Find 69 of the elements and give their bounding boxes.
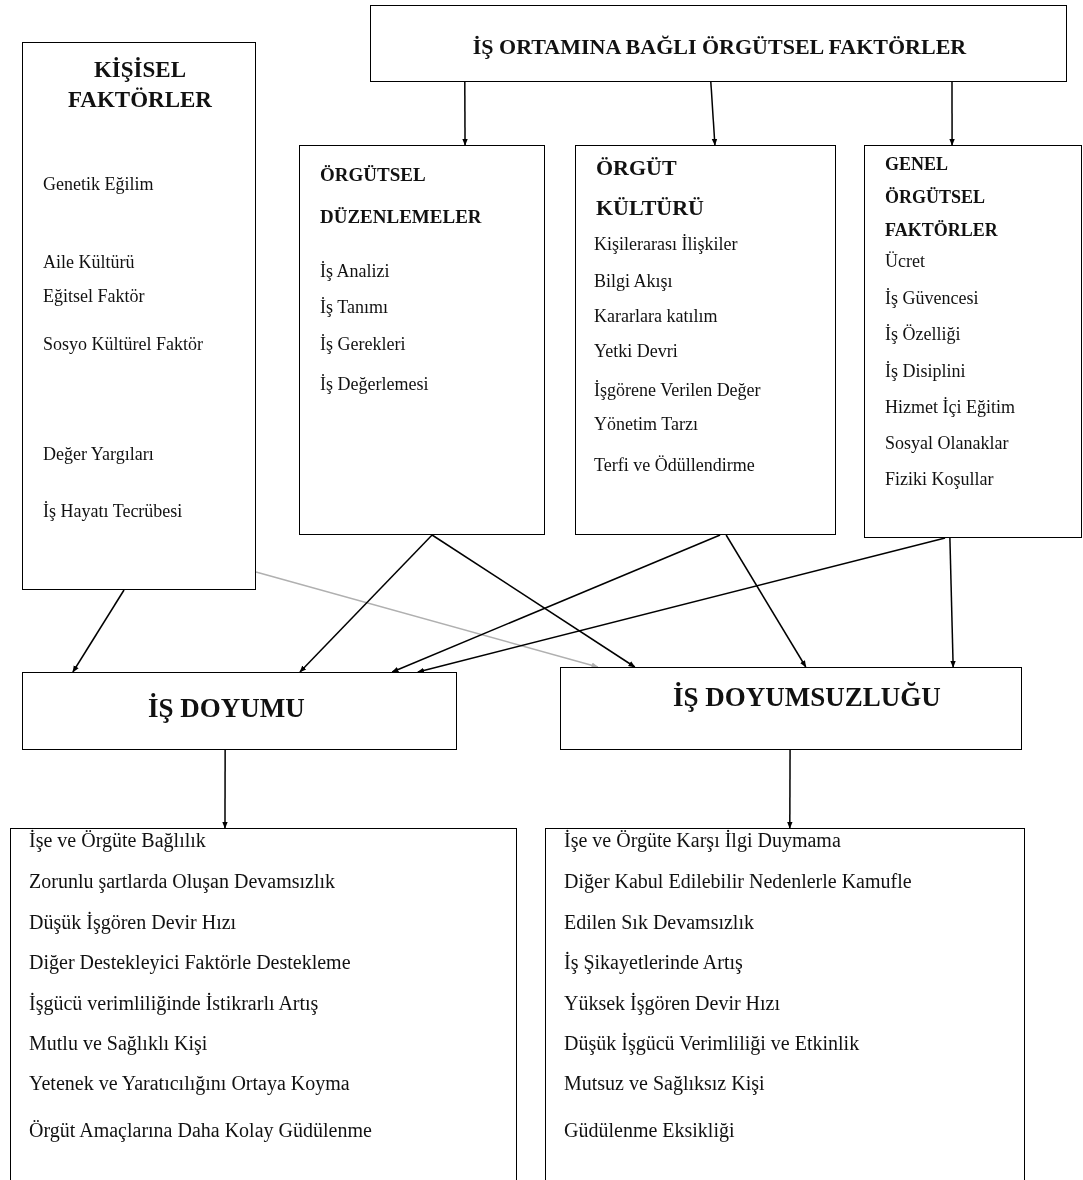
list-item: Kişilerarası İlişkiler [594, 233, 738, 256]
box-heading: KİŞİSEL FAKTÖRLER [67, 56, 213, 114]
box-heading: GENEL ÖRGÜTSEL FAKTÖRLER [885, 153, 999, 242]
list-item: Hizmet İçi Eğitim [885, 396, 1015, 419]
text-box [22, 672, 457, 750]
arrow [222, 749, 228, 829]
arrow [72, 589, 125, 673]
list-item: İşe ve Örgüte Bağlılık [29, 828, 206, 852]
arrow [255, 571, 599, 668]
list-item: Aile Kültürü [43, 251, 135, 274]
text-box [370, 5, 1067, 82]
text-box [864, 145, 1082, 538]
arrow [299, 534, 433, 673]
list-item: Fiziki Koşullar [885, 468, 994, 491]
list-item: İşgörene Verilen Değer [594, 379, 761, 402]
list-item: Yönetim Tarzı [594, 413, 698, 436]
list-item: Düşük İşgören Devir Hızı [29, 910, 237, 934]
list-item: Güdülenme Eksikliği [564, 1118, 735, 1142]
list-item: İş Tanımı [320, 296, 388, 319]
arrow [431, 534, 636, 668]
list-item: İş Disiplini [885, 360, 966, 383]
box-heading: İŞ DOYUMSUZLUĞU [673, 682, 941, 712]
list-item: Eğitsel Faktör [43, 285, 145, 308]
list-item: Mutlu ve Sağlıklı Kişi [29, 1031, 208, 1055]
list-item: Zorunlu şartlarda Oluşan Devamsızlık [29, 869, 336, 893]
box-heading: ÖRGÜT KÜLTÜRÜ [596, 154, 705, 222]
text-box [299, 145, 545, 535]
arrow [462, 81, 468, 146]
list-item: İş Hayatı Tecrübesi [43, 500, 183, 523]
arrow [949, 81, 955, 146]
arrow [787, 749, 793, 829]
arrow [949, 537, 956, 668]
list-item: Yüksek İşgören Devir Hızı [564, 991, 781, 1015]
list-item: Yetki Devri [594, 340, 678, 363]
list-item: İş Özelliği [885, 323, 961, 346]
box-heading: ÖRGÜTSEL DÜZENLEMELER [320, 163, 483, 229]
list-item: Mutsuz ve Sağlıksız Kişi [564, 1071, 765, 1095]
list-item: Örgüt Amaçlarına Daha Kolay Güdülenme [29, 1118, 372, 1142]
list-item: İş Şikayetlerinde Artış [564, 950, 743, 974]
list-item: Diğer Kabul Edilebilir Nedenlerle Kamufle [564, 869, 912, 893]
box-heading: İŞ ORTAMINA BAĞLI ÖRGÜTSEL FAKTÖRLER [471, 33, 968, 61]
list-item: Bilgi Akışı [594, 270, 673, 293]
list-item: Sosyo Kültürel Faktör [43, 333, 203, 356]
list-item: Değer Yargıları [43, 443, 154, 466]
list-item: Diğer Destekleyici Faktörle Destekleme [29, 950, 351, 974]
list-item: Düşük İşgücü Verimliliği ve Etkinlik [564, 1031, 860, 1055]
text-box [560, 667, 1022, 750]
text-box [545, 828, 1025, 1180]
list-item: İş Analizi [320, 260, 390, 283]
list-item: Sosyal Olanaklar [885, 432, 1009, 455]
list-item: Genetik Eğilim [43, 173, 154, 196]
list-item: İş Değerlemesi [320, 373, 429, 396]
list-item: Yetenek ve Yaratıcılığını Ortaya Koyma [29, 1071, 350, 1095]
arrow [710, 81, 718, 146]
text-box [10, 828, 517, 1180]
list-item: Ücret [885, 250, 925, 273]
box-heading: İŞ DOYUMU [148, 693, 305, 723]
arrow [725, 534, 807, 668]
list-item: İş Güvencesi [885, 287, 979, 310]
list-item: Kararlara katılım [594, 305, 718, 328]
text-box [22, 42, 256, 590]
text-box [575, 145, 836, 535]
list-item: İşe ve Örgüte Karşı İlgi Duymama [564, 828, 841, 852]
arrow [391, 534, 721, 673]
list-item: İş Gerekleri [320, 333, 406, 356]
list-item: Terfi ve Ödüllendirme [594, 454, 755, 477]
arrow [417, 537, 946, 674]
list-item: Edilen Sık Devamsızlık [564, 910, 754, 934]
list-item: İşgücü verimliliğinde İstikrarlı Artış [29, 991, 319, 1015]
